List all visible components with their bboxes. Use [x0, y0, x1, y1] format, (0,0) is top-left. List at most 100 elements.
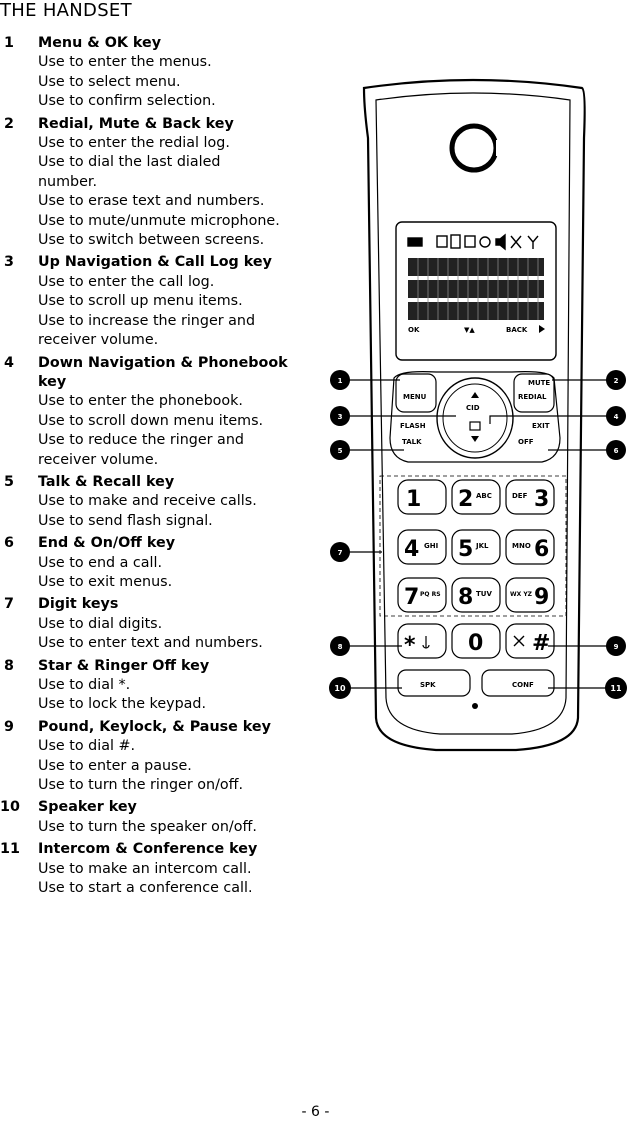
- item-line: Use to exit menus.: [38, 573, 173, 590]
- callout-number: 6: [614, 447, 619, 455]
- letters-label: GHI: [424, 542, 438, 550]
- digit-key[interactable]: [451, 529, 501, 565]
- item-line: Use to scroll down menu items.: [38, 412, 264, 429]
- item-heading: End & On/Off key: [38, 535, 176, 552]
- battery-icon: [407, 237, 423, 247]
- microphone-icon: [472, 703, 478, 709]
- item-heading: Pound, Keylock, & Pause key: [38, 718, 271, 735]
- callout-badge: [605, 677, 627, 699]
- callout-number: 3: [338, 413, 343, 421]
- item-number: 11: [0, 841, 20, 858]
- digit-key[interactable]: [397, 529, 447, 565]
- digit-key[interactable]: [505, 479, 555, 515]
- callout-badge: [606, 370, 626, 390]
- lcd-character-rows: [408, 258, 544, 320]
- callout-number: 8: [338, 643, 343, 651]
- conference-key[interactable]: [481, 669, 555, 697]
- callout-badge: [330, 370, 350, 390]
- redial-key[interactable]: [513, 373, 555, 413]
- handset-illustration: OK ▼▲ BACK MENU MUTE REDIAL CID FLASH TA…: [329, 78, 627, 752]
- talk-key-label[interactable]: TALK: [402, 438, 422, 446]
- digit-label: 7: [404, 585, 419, 610]
- callout-number: 10: [334, 684, 346, 693]
- item-line: Use to make an intercom call.: [38, 860, 252, 877]
- exit-label: EXIT: [532, 422, 550, 430]
- item-number: 5: [4, 473, 14, 490]
- letters-label: WX YZ: [510, 591, 533, 598]
- keypad-guide-box: [379, 475, 567, 617]
- screen-ok-label: OK: [408, 326, 420, 334]
- letters-label: MNO: [512, 542, 531, 550]
- item-number: 4: [4, 354, 14, 371]
- digit-label: 0: [468, 631, 483, 656]
- page-title: THE HANDSET: [0, 0, 132, 21]
- item-line: Use to lock the keypad.: [38, 696, 207, 713]
- digit-key[interactable]: [451, 577, 501, 613]
- item-heading: Up Navigation & Call Log key: [38, 254, 272, 271]
- star-key[interactable]: [397, 623, 447, 659]
- page-number: - 6 -: [301, 1104, 330, 1120]
- item-heading: Menu & OK key: [38, 35, 162, 51]
- cid-label: CID: [466, 404, 480, 412]
- digit-key[interactable]: [505, 577, 555, 613]
- item-heading: Speaker key: [38, 799, 137, 816]
- callout-number: 1: [338, 377, 343, 385]
- item-heading: Talk & Recall key: [38, 473, 175, 490]
- zero-key[interactable]: [451, 623, 501, 659]
- callout-number: 5: [338, 447, 343, 455]
- nav-ring[interactable]: [436, 377, 514, 459]
- item-line: Use to start a conference call.: [38, 880, 253, 897]
- item-line: Use to send flash signal.: [38, 512, 213, 529]
- digit-key[interactable]: [397, 479, 447, 515]
- item-number: 6: [4, 535, 14, 552]
- nav-inner-ring: [442, 383, 508, 453]
- item-line: Use to increase the ringer and: [38, 312, 256, 329]
- callout-badge: [330, 406, 350, 426]
- digit-key[interactable]: [451, 479, 501, 515]
- antenna-icon: [527, 235, 539, 249]
- keypad: [397, 479, 555, 659]
- screen-back-label: BACK: [506, 326, 528, 334]
- ringer-off-key-icon: [513, 635, 525, 647]
- callout-badge: [330, 636, 350, 656]
- envelope-icon: [436, 235, 448, 248]
- digit-label: 6: [534, 537, 549, 562]
- speaker-key[interactable]: [397, 669, 471, 697]
- ringer-off-icon: [510, 235, 522, 249]
- callout-badge: [329, 677, 351, 699]
- key-icon: [422, 636, 430, 649]
- item-number: 9: [4, 718, 14, 735]
- flash-label: FLASH: [400, 422, 426, 430]
- item-line: Use to turn the speaker on/off.: [38, 818, 257, 835]
- item-heading: Redial, Mute & Back key: [38, 115, 234, 132]
- item-number: 8: [4, 657, 14, 674]
- item-number: 7: [4, 596, 14, 613]
- item-line: Use to dial the last dialed: [38, 154, 221, 171]
- item-line: Use to confirm selection.: [38, 93, 216, 110]
- callout-badge: [606, 636, 626, 656]
- item-line: Use to erase text and numbers.: [38, 193, 265, 210]
- digit-key[interactable]: [505, 529, 555, 565]
- callout-badge: [606, 440, 626, 460]
- conf-label: CONF: [512, 681, 534, 689]
- item-line: Use to dial digits.: [38, 615, 163, 632]
- item-line: Use to dial #.: [38, 738, 135, 755]
- off-key-label[interactable]: OFF: [518, 438, 534, 446]
- callout-badge: [606, 406, 626, 426]
- nav-key-cluster: [389, 371, 561, 463]
- menu-key[interactable]: [395, 373, 437, 413]
- digit-label: 3: [534, 487, 549, 512]
- callout-number: 11: [610, 684, 622, 693]
- digit-key[interactable]: [397, 577, 447, 613]
- pound-key[interactable]: [505, 623, 555, 659]
- spk-label: SPK: [420, 681, 436, 689]
